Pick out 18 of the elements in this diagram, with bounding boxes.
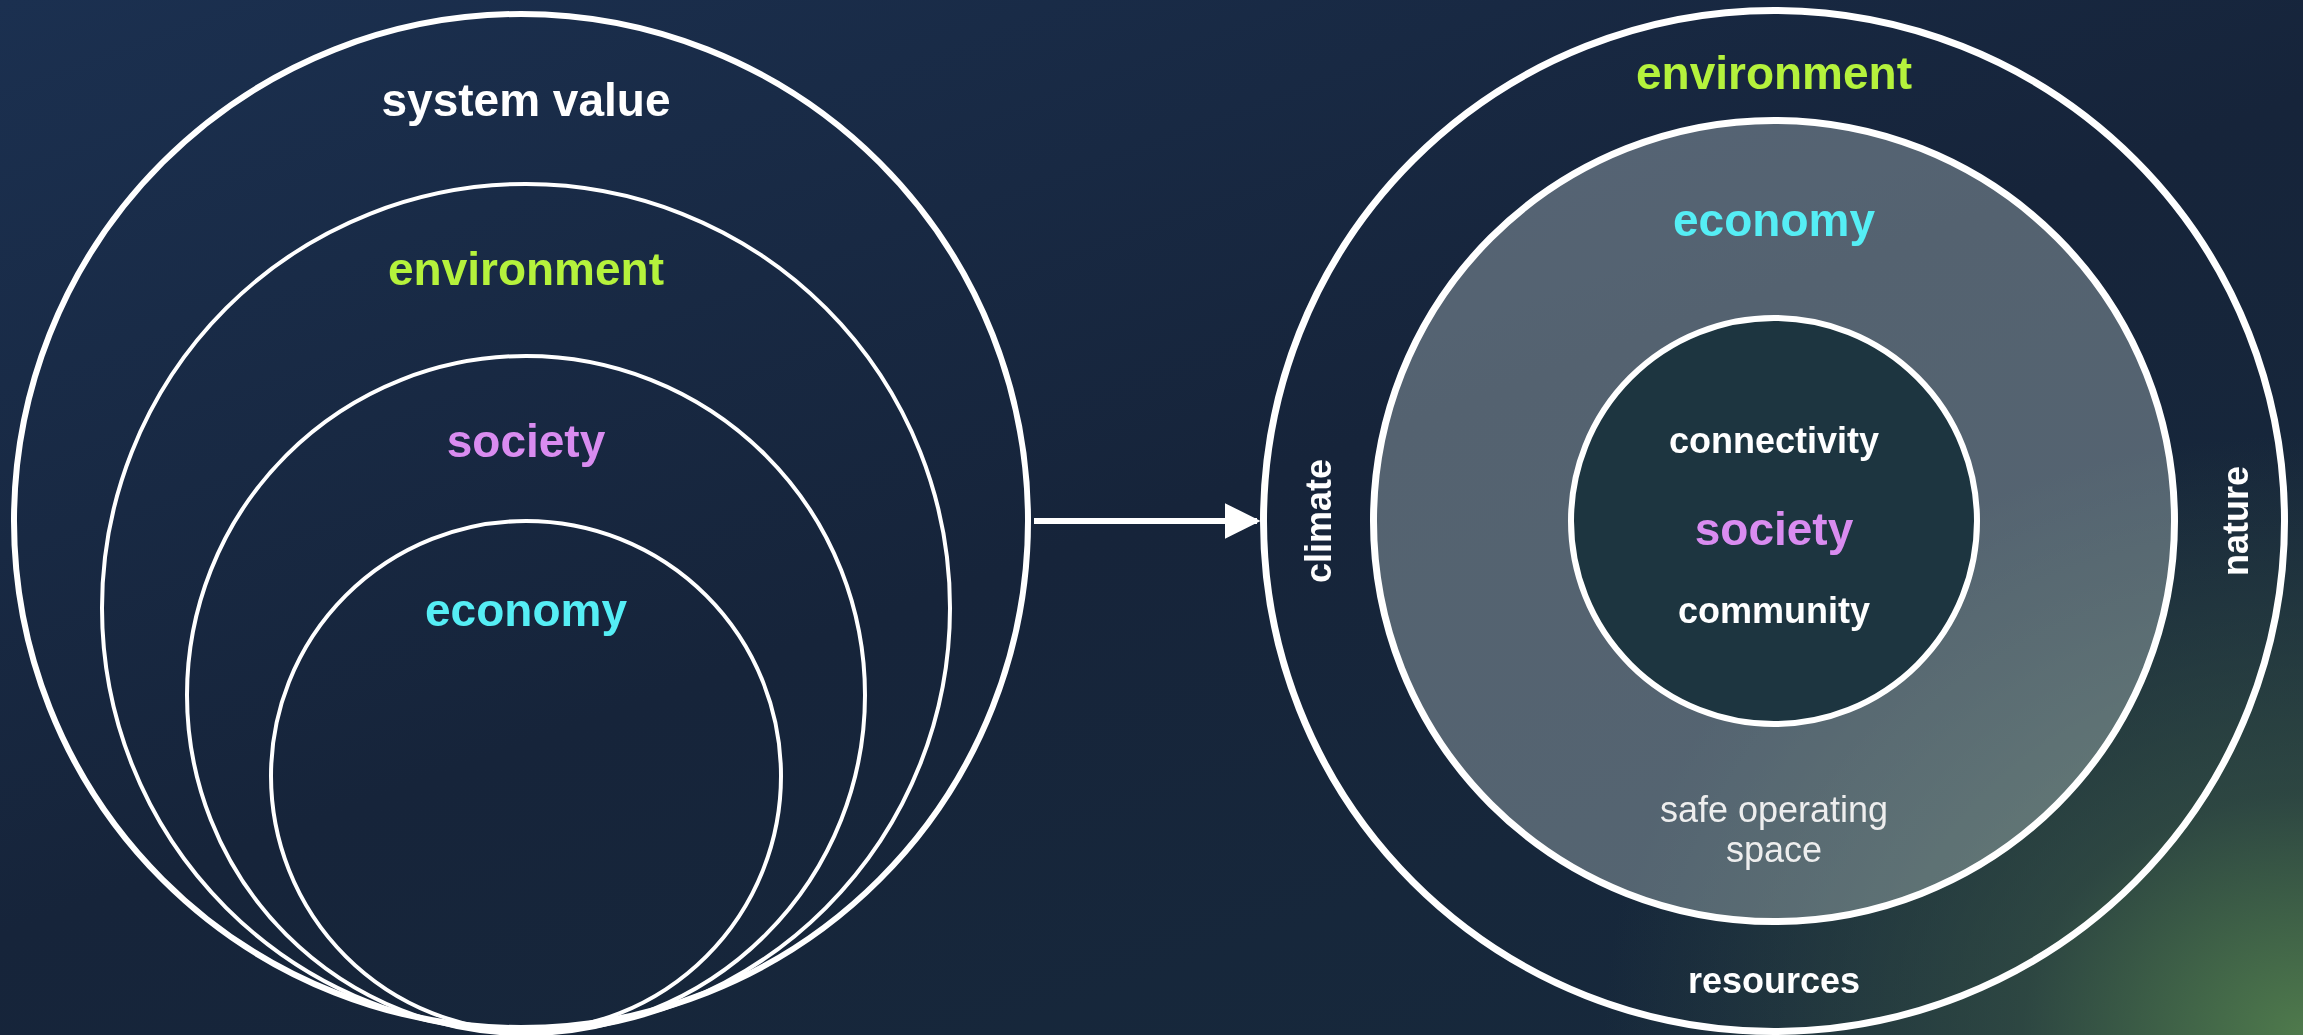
ring-circle (1568, 315, 1980, 727)
circle-label: climate (1299, 458, 1339, 584)
circle-title: society (446, 415, 606, 467)
ring-circle (1260, 7, 2288, 1035)
circle-title: economy (425, 584, 627, 636)
circle-label: society (1694, 503, 1854, 555)
circle-label: nature (2216, 466, 2256, 576)
arrow (1034, 503, 1261, 539)
circle-label: community (1678, 591, 1870, 631)
ring-circle (1370, 117, 2178, 925)
circle-label: resources (1687, 961, 1861, 1001)
circle-title: connectivity (1668, 421, 1880, 461)
circle-title: economy (1673, 194, 1875, 246)
circle-label: safe operating space (1658, 790, 1890, 870)
circle-title: system value (381, 74, 671, 126)
circle-title: environment (388, 243, 664, 295)
ring-circle (100, 182, 952, 1034)
circle-title: environment (1636, 47, 1912, 99)
